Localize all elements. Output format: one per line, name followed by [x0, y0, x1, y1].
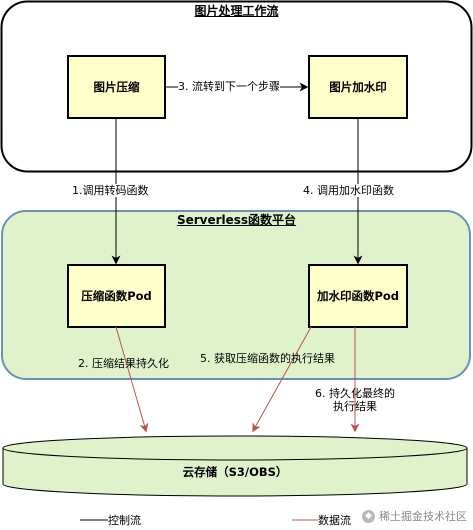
juejin-logo-icon: ◆ [362, 509, 375, 523]
serverless-group-title: Serverless函数平台 [176, 213, 297, 227]
legend-data-label: 数据流 [318, 514, 351, 527]
compress-pod-label: 压缩函数Pod [81, 289, 152, 303]
storage-label: 云存储（S3/OBS） [182, 465, 288, 479]
watermark-text: 稀土掘金技术社区 [379, 510, 467, 523]
watermark-pod-label: 加水印函数Pod [316, 289, 400, 303]
storage-cylinder [2, 435, 468, 497]
edge-1-label: 1.调用转码函数 [72, 184, 149, 197]
edge-2-arrow [115, 326, 149, 433]
edge-6-label-line2: 执行结果 [333, 400, 377, 413]
edge-5-arrow [252, 326, 312, 433]
compress-node-label: 图片压缩 [93, 80, 140, 94]
legend-control-label: 控制流 [108, 514, 141, 527]
watermark-node-label: 图片加水印 [329, 80, 387, 94]
image-flow-group-title: 图片处理工作流 [194, 4, 279, 18]
compress-node-box [67, 55, 166, 119]
site-watermark: ◆ 稀土掘金技术社区 [362, 508, 467, 524]
edge-2-label: 2. 压缩结果持久化 [78, 357, 169, 370]
edge-4-label: 4. 调用加水印函数 [303, 184, 394, 197]
edge-6-label: 6. 持久化最终的 执行结果 [300, 387, 410, 413]
edge-6-label-line1: 6. 持久化最终的 [315, 387, 395, 400]
edge-3-label: 3. 流转到下一个步骤 [178, 80, 280, 93]
watermark-pod-box [308, 264, 408, 328]
edge-5-label: 5. 获取压缩函数的执行结果 [200, 352, 335, 365]
